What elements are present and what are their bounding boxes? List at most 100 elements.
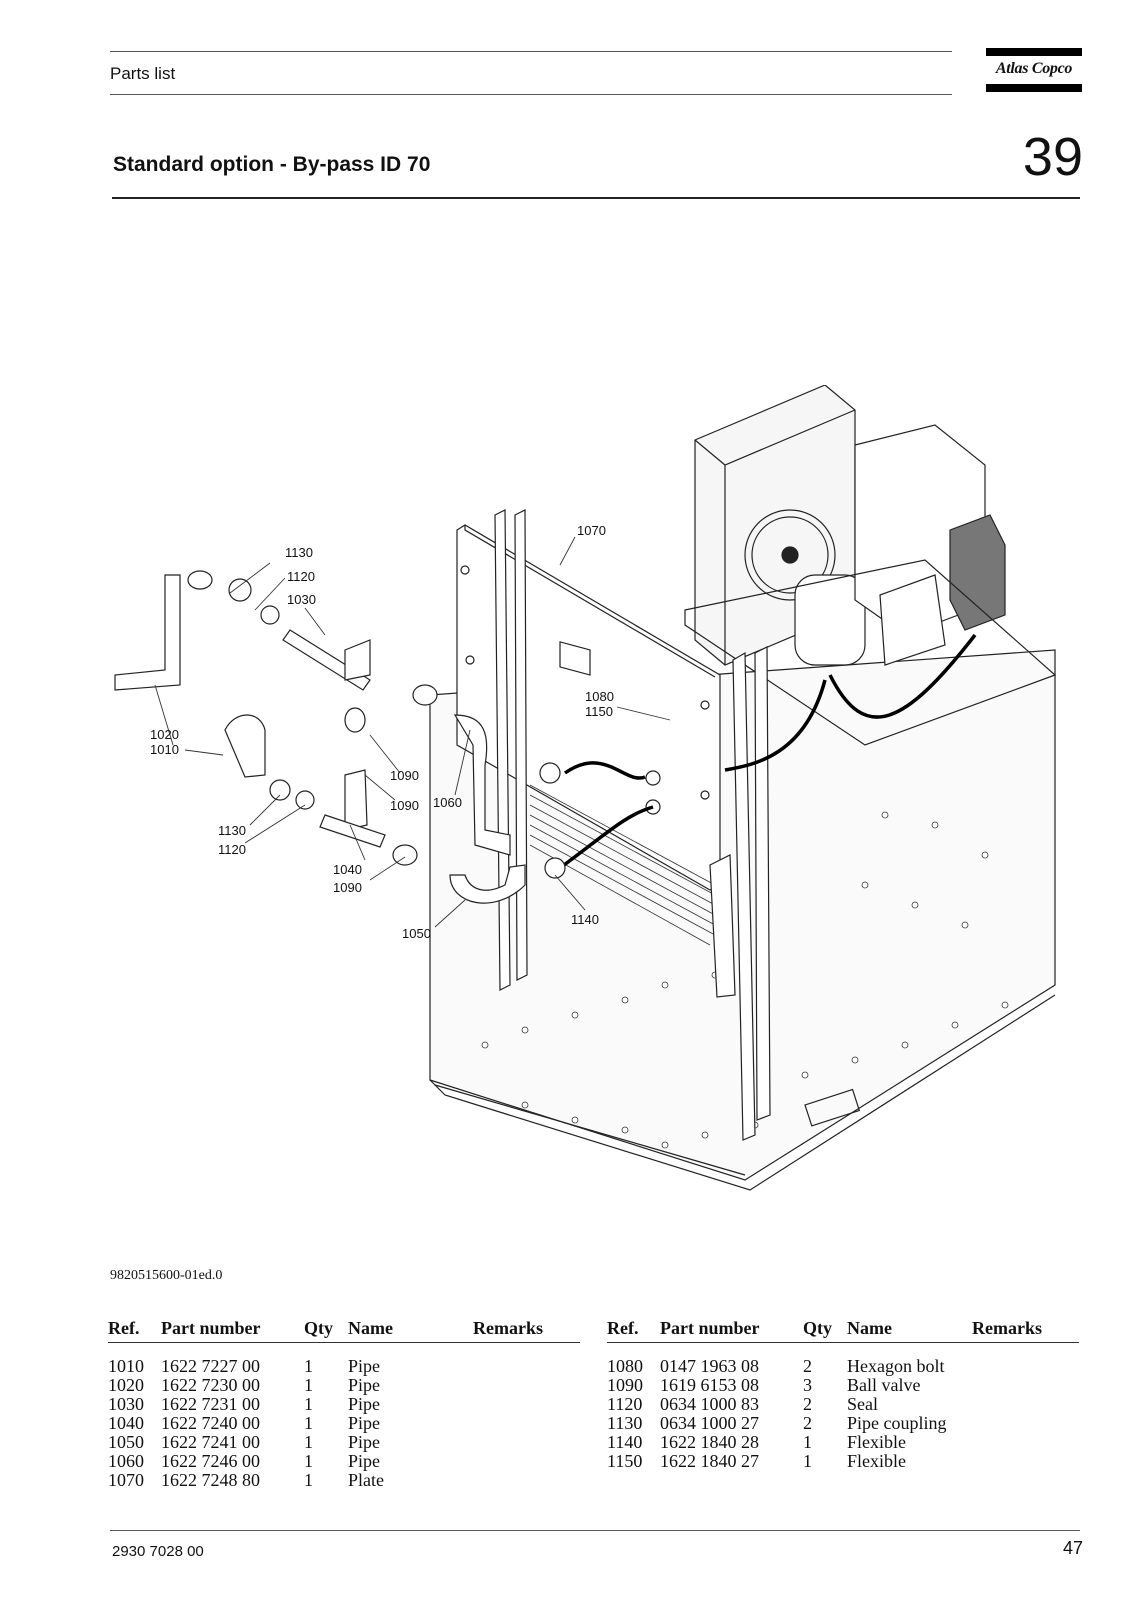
document-id: 9820515600-01ed.0: [110, 1268, 223, 1283]
col-qty-header: Qty: [803, 1318, 847, 1343]
cell-part-number: 1622 1840 28: [660, 1432, 759, 1452]
callout-label: 1090: [390, 768, 419, 783]
callout-label: 1130: [285, 545, 313, 560]
cell-qty: 1: [304, 1432, 313, 1452]
callout-label: 1040: [333, 862, 362, 877]
cell-remarks: [972, 1376, 1079, 1395]
brand-logo: Atlas Copco: [986, 48, 1082, 92]
cell-remarks: [473, 1357, 580, 1376]
cell-ref: 1030: [108, 1394, 144, 1414]
cell-name: Pipe: [348, 1413, 381, 1433]
col-name-header: Name: [348, 1318, 473, 1343]
col-part-header: Part number: [660, 1318, 803, 1343]
cell-name: Pipe: [348, 1432, 381, 1452]
cell-ref: 1050: [108, 1432, 144, 1452]
cell-qty: 1: [803, 1451, 812, 1471]
cell-ref: 1020: [108, 1375, 144, 1395]
cell-name: Flexible: [847, 1432, 906, 1452]
header-label: Parts list: [110, 64, 176, 83]
cell-name: Flexible: [847, 1451, 906, 1471]
cell-ref: 1140: [607, 1432, 643, 1452]
col-remarks-header: Remarks: [972, 1318, 1079, 1343]
footer-rule: [110, 1530, 1080, 1531]
col-ref-header: Ref.: [607, 1318, 660, 1343]
cell-remarks: [972, 1433, 1079, 1452]
cell-qty: 2: [803, 1356, 812, 1376]
cell-ref: 1120: [607, 1394, 643, 1414]
col-part-header: Part number: [161, 1318, 304, 1343]
callout-label: 1070: [577, 523, 606, 538]
cell-ref: 1090: [607, 1375, 643, 1395]
leader-lines: [154, 536, 671, 928]
cell-remarks: [972, 1357, 1079, 1376]
cell-part-number: 1622 7240 00: [161, 1413, 260, 1433]
cell-name: Pipe: [348, 1451, 381, 1471]
refrigeration-unit: [684, 385, 1057, 746]
cell-remarks: [473, 1433, 580, 1452]
cell-remarks: [972, 1395, 1079, 1414]
cell-part-number: 1622 7230 00: [161, 1375, 260, 1395]
cell-remarks: [473, 1452, 580, 1471]
cell-part-number: 1622 7246 00: [161, 1451, 260, 1471]
cell-part-number: 0147 1963 08: [660, 1356, 759, 1376]
cell-qty: 1: [304, 1413, 313, 1433]
callout-label: 1090: [390, 798, 419, 813]
cell-remarks: [972, 1414, 1079, 1433]
flexible-hoses: [558, 633, 977, 870]
section-number: 39: [1022, 127, 1083, 187]
cell-qty: 1: [304, 1394, 313, 1414]
table-row: 1130 0634 1000 27 2 Pipe coupling: [607, 1414, 1079, 1433]
cell-qty: 1: [803, 1432, 812, 1452]
cell-name: Pipe coupling: [847, 1413, 947, 1433]
footer-document-number: 2930 7028 00: [112, 1543, 204, 1560]
callout-label: 1050: [402, 926, 431, 941]
callout-label: 1120: [287, 569, 315, 584]
cell-remarks: [972, 1452, 1079, 1471]
brand-logo-text: Atlas Copco: [995, 60, 1073, 77]
cell-part-number: 1622 7227 00: [161, 1356, 260, 1376]
table-row: 1140 1622 1840 28 1 Flexible: [607, 1433, 1079, 1452]
cell-part-number: 0634 1000 27: [660, 1413, 759, 1433]
cell-qty: 2: [803, 1413, 812, 1433]
cell-name: Pipe: [348, 1375, 381, 1395]
cell-remarks: [473, 1471, 580, 1490]
cell-part-number: 0634 1000 83: [660, 1394, 759, 1414]
cell-ref: 1150: [607, 1451, 643, 1471]
cell-qty: 1: [304, 1470, 313, 1490]
cell-remarks: [473, 1376, 580, 1395]
cell-remarks: [473, 1395, 580, 1414]
exploded-view-diagram: 1130 1120 1030 1070 1020 1010 1080 1150 …: [114, 385, 1057, 1191]
table-header-row: Ref. Part number Qty Name Remarks: [607, 1318, 1079, 1343]
cell-part-number: 1622 7231 00: [161, 1394, 260, 1414]
callout-label: 1130: [218, 823, 246, 838]
callout-label: 1080: [585, 689, 614, 704]
section-rule: [112, 197, 1080, 199]
table-header-row: Ref. Part number Qty Name Remarks: [108, 1318, 580, 1343]
col-qty-header: Qty: [304, 1318, 348, 1343]
cell-name: Seal: [847, 1394, 878, 1414]
callout-label: 1030: [287, 592, 316, 607]
col-ref-header: Ref.: [108, 1318, 161, 1343]
cell-ref: 1040: [108, 1413, 144, 1433]
callout-label: 1150: [585, 704, 613, 719]
table-row: 1150 1622 1840 27 1 Flexible: [607, 1452, 1079, 1471]
cell-part-number: 1622 7248 80: [161, 1470, 260, 1490]
cell-qty: 3: [803, 1375, 812, 1395]
cell-part-number: 1622 1840 27: [660, 1451, 759, 1471]
frame-posts: [494, 509, 771, 1141]
cell-remarks: [473, 1414, 580, 1433]
callout-label: 1060: [433, 795, 462, 810]
callout-label: 1140: [571, 912, 599, 927]
page-number: 47: [1062, 1538, 1083, 1558]
cell-ref: 1080: [607, 1356, 643, 1376]
cell-name: Ball valve: [847, 1375, 921, 1395]
callout-labels: 1130 1120 1030 1070 1020 1010 1080 1150 …: [150, 523, 614, 941]
cell-ref: 1130: [607, 1413, 643, 1433]
cell-qty: 1: [304, 1356, 313, 1376]
